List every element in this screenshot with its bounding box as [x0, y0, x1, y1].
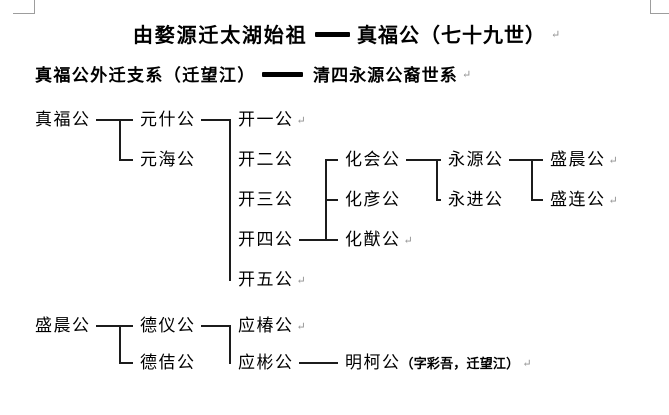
- person-name: 德佶公: [140, 353, 196, 372]
- person-name: 真福公: [35, 110, 91, 129]
- connector-hline: [532, 199, 543, 201]
- connector-hline: [326, 159, 338, 161]
- title-dash-icon: [315, 32, 350, 37]
- tree-node-yingbin: 应彬公: [238, 352, 294, 374]
- connector-hline: [201, 119, 231, 121]
- subtitle-left: 真福公外迁支系（迁望江）: [35, 66, 256, 85]
- paragraph-mark-icon: ↵: [522, 358, 532, 370]
- person-name: 盛晨公: [35, 316, 91, 335]
- person-name: 应彬公: [238, 353, 294, 372]
- crop-mark-top-right-icon: [650, 13, 669, 14]
- connector-hline: [299, 239, 327, 241]
- person-name: 化猷公: [345, 230, 401, 249]
- paragraph-mark-icon: ↵: [403, 235, 413, 247]
- person-name: 化彦公: [345, 190, 401, 209]
- subtitle-right: 清四永源公裔世系: [313, 66, 458, 85]
- tree-node-zhenfu: 真福公: [35, 109, 91, 131]
- tree-node-huahui: 化会公: [345, 149, 401, 171]
- connector-hline: [120, 119, 133, 121]
- paragraph-mark-icon: ↵: [462, 69, 472, 81]
- connector-hline: [509, 159, 533, 161]
- person-name: 化会公: [345, 150, 401, 169]
- page-title-right: 真福公（七十九世）: [357, 25, 546, 47]
- person-name: 开五公: [238, 270, 294, 289]
- person-name: 盛晨公: [550, 150, 606, 169]
- tree-node-kai1: 开一公↵: [238, 109, 306, 132]
- subtitle-dash-icon: [262, 72, 303, 77]
- paragraph-mark-icon: ↵: [296, 321, 306, 333]
- connector-hline: [299, 362, 338, 364]
- paragraph-mark-icon: ↵: [608, 195, 618, 207]
- tree-node-shengchen2: 盛晨公: [35, 315, 91, 337]
- paragraph-mark-icon: ↵: [296, 115, 306, 127]
- connector-hline: [406, 159, 438, 161]
- paragraph-mark-icon: ↵: [296, 275, 306, 287]
- person-name: 盛连公: [550, 190, 606, 209]
- tree-node-yingchun: 应椿公↵: [238, 315, 306, 338]
- person-name: 开四公: [238, 230, 294, 249]
- connector-vline: [119, 325, 121, 364]
- tree-node-deji: 德佶公: [140, 352, 196, 374]
- person-name: 德仪公: [140, 316, 196, 335]
- connector-hline: [437, 159, 441, 161]
- person-name: 永源公: [448, 150, 504, 169]
- paragraph-mark-icon: ↵: [551, 29, 561, 41]
- tree-node-kai2: 开二公: [238, 149, 294, 171]
- connector-vline: [229, 325, 231, 364]
- crop-mark-top-left-icon: [34, 0, 35, 14]
- tree-node-yongyuan: 永源公: [448, 149, 504, 171]
- tree-node-shengchen: 盛晨公↵: [550, 149, 618, 172]
- person-name: 永进公: [448, 190, 504, 209]
- connector-hline: [120, 362, 133, 364]
- connector-hline: [437, 199, 441, 201]
- person-name: 开二公: [238, 150, 294, 169]
- connector-hline: [326, 199, 338, 201]
- connector-hline: [532, 159, 543, 161]
- person-name: 元什公: [140, 110, 196, 129]
- person-name: 开一公: [238, 110, 294, 129]
- connector-vline: [119, 119, 121, 161]
- tree-node-deyi: 德仪公: [140, 315, 196, 337]
- tree-node-huayan: 化彦公: [345, 189, 401, 211]
- connector-hline: [201, 325, 231, 327]
- tree-node-yongjin: 永进公: [448, 189, 504, 211]
- connector-hline: [326, 239, 338, 241]
- person-name: 应椿公: [238, 316, 294, 335]
- tree-node-yuanhai: 元海公: [140, 149, 196, 171]
- tree-node-kai4: 开四公: [238, 229, 294, 251]
- connector-vline: [531, 159, 533, 201]
- page-title-left: 由婺源迁太湖始祖: [133, 25, 308, 47]
- connector-hline: [96, 325, 121, 327]
- tree-node-kai5: 开五公↵: [238, 269, 306, 292]
- connector-vline: [325, 159, 327, 241]
- person-name: 明柯公: [345, 353, 401, 372]
- connector-vline: [436, 159, 438, 201]
- paragraph-mark-icon: ↵: [608, 155, 618, 167]
- connector-hline: [96, 119, 121, 121]
- tree-node-yuanshi: 元什公: [140, 109, 196, 131]
- tree-node-mingke: 明柯公（字彩吾，迁望江）↵: [345, 352, 532, 375]
- crop-mark-top-right-icon: [650, 0, 651, 14]
- person-name: 元海公: [140, 150, 196, 169]
- connector-hline: [120, 325, 133, 327]
- crop-mark-top-left-icon: [13, 13, 35, 14]
- tree-node-shenglian: 盛连公↵: [550, 189, 618, 212]
- connector-vline: [229, 119, 231, 281]
- tree-node-kai3: 开三公: [238, 189, 294, 211]
- person-name: 开三公: [238, 190, 294, 209]
- tree-node-huayou: 化猷公↵: [345, 229, 413, 252]
- connector-hline: [120, 159, 133, 161]
- person-note: （字彩吾，迁望江）: [400, 356, 520, 371]
